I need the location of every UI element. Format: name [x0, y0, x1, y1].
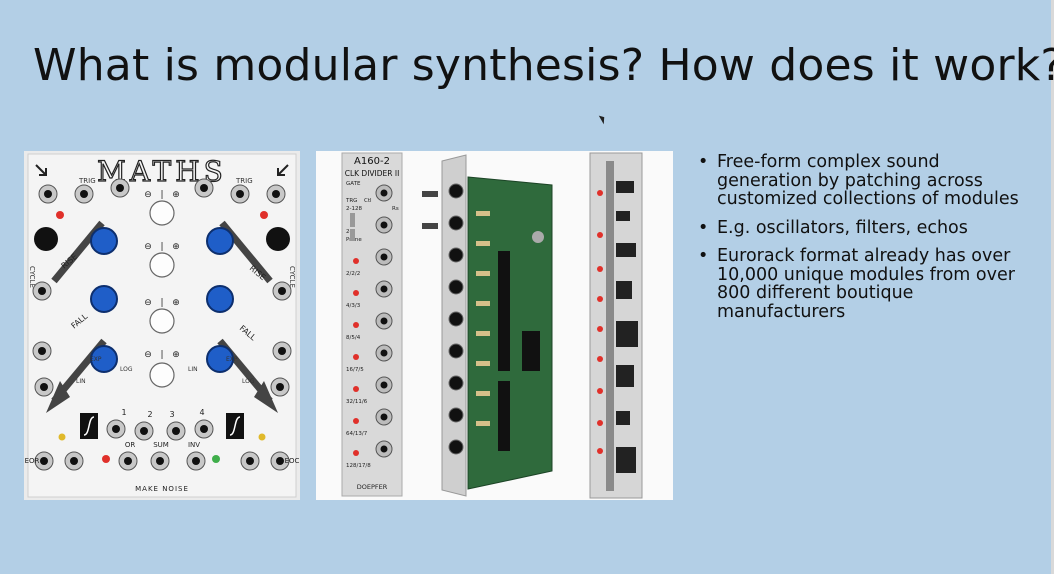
svg-text:EOC: EOC [285, 457, 300, 465]
svg-text:2/2/2: 2/2/2 [346, 271, 360, 277]
svg-text:LOG: LOG [120, 366, 133, 373]
svg-text:16/7/5: 16/7/5 [346, 367, 364, 373]
svg-text:SUM: SUM [153, 441, 169, 449]
svg-text:|: | [160, 190, 163, 200]
svg-text:OR: OR [125, 441, 136, 449]
bullet-item: • Eurorack format already has over 10,000… [696, 247, 1036, 321]
bullet-list: • Free-form complex sound generation by p… [696, 153, 1036, 331]
svg-text:⊖: ⊖ [144, 190, 152, 200]
svg-text:Rs: Rs [392, 206, 399, 212]
svg-text:1: 1 [121, 408, 126, 417]
bullet-text: Eurorack format already has over 10,000 … [717, 246, 1015, 322]
svg-text:CYCLE: CYCLE [28, 266, 36, 288]
svg-text:EXP: EXP [226, 356, 238, 363]
window-edge [1051, 0, 1054, 574]
clock-divider-drawing: A160-2 CLK DIVIDER II GATE TRG Ctl 2-128… [316, 151, 673, 500]
svg-text:A160-2: A160-2 [354, 156, 390, 167]
bullet-item: • Free-form complex sound generation by p… [696, 153, 1036, 209]
svg-text:TRIG: TRIG [78, 177, 96, 185]
svg-text:32/11/6: 32/11/6 [346, 399, 368, 405]
svg-text:128/17/8: 128/17/8 [346, 463, 371, 469]
svg-text:EOR: EOR [25, 457, 40, 465]
svg-text:⊕: ⊕ [172, 190, 180, 200]
svg-text:CLK DIVIDER II: CLK DIVIDER II [345, 169, 400, 178]
svg-text:MAKE NOISE: MAKE NOISE [135, 485, 189, 493]
svg-text:TRG: TRG [345, 198, 357, 204]
svg-text:⊖: ⊖ [144, 350, 152, 360]
svg-text:⊕: ⊕ [172, 298, 180, 308]
svg-text:8/5/4: 8/5/4 [346, 335, 361, 341]
svg-text:2-128: 2-128 [346, 206, 362, 212]
svg-text:CYCLE: CYCLE [288, 266, 296, 288]
svg-text:|: | [160, 350, 163, 360]
svg-text:⊕: ⊕ [172, 242, 180, 252]
svg-text:Ctl: Ctl [364, 198, 372, 204]
svg-text:EXP: EXP [90, 356, 102, 363]
svg-text:⊕: ⊕ [172, 350, 180, 360]
svg-text:GATE: GATE [346, 181, 361, 187]
svg-text:DOEPFER: DOEPFER [357, 483, 388, 491]
mouse-pointer-icon [598, 113, 608, 125]
svg-text:LIN: LIN [76, 378, 86, 385]
svg-text:TRIG: TRIG [235, 177, 253, 185]
bullet-glyph: • [698, 152, 709, 172]
svg-text:LOG: LOG [242, 378, 255, 385]
svg-text:INV: INV [188, 441, 200, 449]
svg-text:2: 2 [147, 410, 152, 419]
maths-module-drawing: MATHS TRIG TRIG CYCLE CYCLE RISE RISE FA… [24, 151, 300, 500]
svg-text:4: 4 [199, 408, 204, 417]
maths-module-image: MATHS TRIG TRIG CYCLE CYCLE RISE RISE FA… [24, 151, 300, 500]
slide-title: What is modular synthesis? How does it w… [33, 40, 1054, 91]
bullet-text: E.g. oscillators, filters, echos [717, 217, 968, 238]
svg-text:|: | [160, 298, 163, 308]
svg-text:4/3/3: 4/3/3 [346, 303, 361, 309]
bullet-glyph: • [698, 246, 709, 266]
bullet-item: • E.g. oscillators, filters, echos [696, 217, 1036, 238]
svg-text:LIN: LIN [188, 366, 198, 373]
svg-text:64/13/7: 64/13/7 [346, 431, 368, 437]
svg-text:⊖: ⊖ [144, 298, 152, 308]
svg-text:|: | [160, 242, 163, 252]
svg-text:3: 3 [169, 410, 174, 419]
bullet-text: Free-form complex sound generation by pa… [717, 152, 1019, 209]
bullet-glyph: • [698, 217, 709, 238]
clock-divider-module-image: A160-2 CLK DIVIDER II GATE TRG Ctl 2-128… [316, 151, 673, 500]
svg-text:⊖: ⊖ [144, 242, 152, 252]
